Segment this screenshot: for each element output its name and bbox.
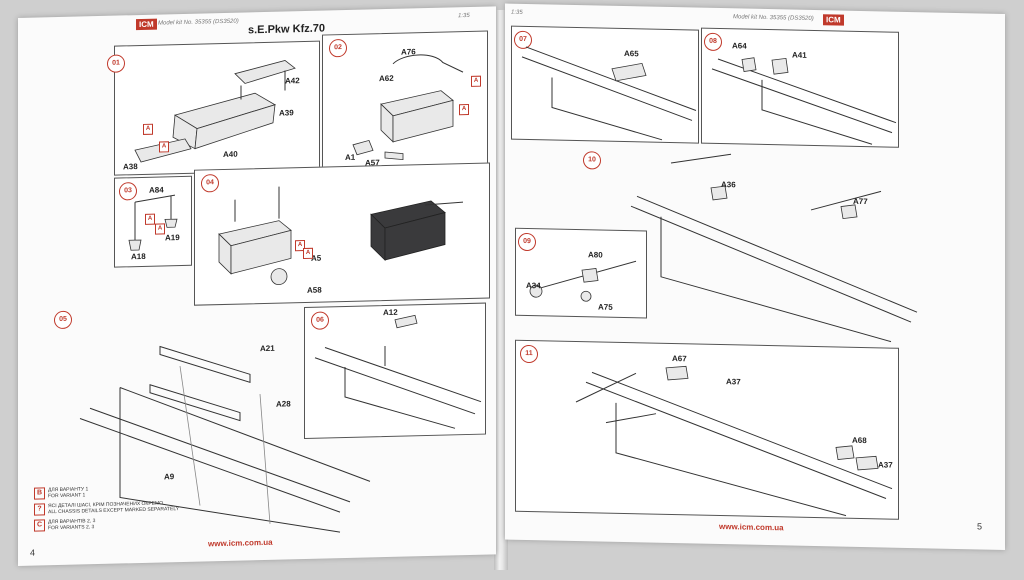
step-01-panel: 01 A42 A39 A40 A38 A A xyxy=(107,40,320,176)
part-label: A80 xyxy=(588,250,603,260)
front-axle-drawing xyxy=(529,260,637,302)
scale-label: 1:35 xyxy=(511,9,523,16)
air-filter-drawing xyxy=(128,194,178,251)
step-06-panel: 06 A12 xyxy=(304,302,486,440)
chassis-final-drawing xyxy=(575,365,893,517)
step-number: 05 xyxy=(54,310,72,330)
part-label: A21 xyxy=(260,343,275,354)
part-label: A28 xyxy=(276,399,291,409)
legend-text-en: FOR VARIANT 1 xyxy=(48,492,86,500)
legend-key: B xyxy=(34,487,45,500)
variant-a-marker: A xyxy=(303,247,313,260)
legend-text-en: FOR VARIANTS 2, 3 xyxy=(48,524,95,532)
engine-assembly-drawing xyxy=(352,54,464,161)
part-label: A40 xyxy=(223,149,238,159)
step-03-panel: 03 A84 A19 A18 A A xyxy=(114,175,192,268)
page-number: 5 xyxy=(977,521,983,532)
part-label: A18 xyxy=(131,251,146,262)
right-page: 1:35 Model kit No. 35355 (DS3520) ICM 07… xyxy=(505,3,1005,551)
chassis-frame-drawing xyxy=(79,345,371,533)
part-label: A37 xyxy=(878,460,893,470)
part-label: A36 xyxy=(721,180,736,190)
part-label: A64 xyxy=(732,41,747,51)
legend-key: C xyxy=(34,519,45,532)
part-label: A39 xyxy=(279,108,294,118)
step-10-panel: 10 A36 A77 xyxy=(511,144,918,343)
part-label: A42 xyxy=(285,76,300,86)
left-page: Model kit No. 35355 (DS3520) ICM s.E.Pkw… xyxy=(18,6,496,566)
part-label: A9 xyxy=(164,472,175,482)
scale-label: 1:35 xyxy=(458,12,470,20)
chassis-rear-drawing xyxy=(521,46,697,141)
part-label: A12 xyxy=(383,307,398,318)
page-title: s.E.Pkw Kfz.70 xyxy=(248,22,326,37)
variant-a-marker: A xyxy=(143,123,153,135)
part-label: A68 xyxy=(852,435,867,446)
variant-a-marker: A xyxy=(471,75,481,87)
engine-complete-drawing xyxy=(218,186,464,286)
part-label: A19 xyxy=(165,233,180,243)
part-label: A65 xyxy=(624,49,639,59)
part-label: A34 xyxy=(526,280,541,291)
step-11-panel: 11 A67 A37 A68 A37 xyxy=(515,339,899,520)
part-label: A67 xyxy=(672,354,687,364)
variant-a-marker: A xyxy=(159,141,169,153)
step-04-panel: 04 A5 A58 A A xyxy=(194,162,490,306)
step-02-panel: 02 A76 A62 A1 A57 A A xyxy=(322,30,488,173)
part-label: A77 xyxy=(853,196,868,207)
legend-key: ? xyxy=(34,503,45,516)
part-label: A58 xyxy=(307,285,322,295)
part-label: A76 xyxy=(401,47,416,57)
part-label: A84 xyxy=(149,185,164,195)
part-label: A1 xyxy=(345,152,356,163)
variant-a-marker: A xyxy=(459,103,469,116)
step-05-panel: 05 A21 A28 A9 xyxy=(54,299,486,555)
page-number: 4 xyxy=(30,547,36,558)
chassis-axle-drawing xyxy=(630,153,918,343)
step-09-panel: 09 A80 A34 A75 xyxy=(515,227,647,319)
icm-logo: ICM xyxy=(823,14,844,26)
step-08-panel: 08 A64 A41 xyxy=(701,27,899,148)
part-label: A37 xyxy=(726,377,741,387)
model-number-header: Model kit No. 35355 (DS3520) xyxy=(733,14,814,22)
chassis-detail-drawing xyxy=(314,314,482,429)
part-label: A41 xyxy=(792,50,807,60)
website-url[interactable]: www.icm.com.ua xyxy=(719,522,784,533)
part-label: A38 xyxy=(123,162,138,172)
website-url[interactable]: www.icm.com.ua xyxy=(208,537,273,549)
variant-a-marker: A xyxy=(155,223,165,235)
variant-a-marker: A xyxy=(145,213,155,225)
part-label: A75 xyxy=(598,302,613,312)
chassis-front-drawing xyxy=(711,57,897,145)
part-label: A62 xyxy=(379,73,394,84)
engine-block-drawing xyxy=(134,60,296,163)
booklet-spine xyxy=(494,10,508,570)
icm-logo: ICM xyxy=(136,18,157,31)
model-number-header: Model kit No. 35355 (DS3520) xyxy=(158,18,239,27)
step-07-panel: 07 A65 xyxy=(511,25,699,144)
